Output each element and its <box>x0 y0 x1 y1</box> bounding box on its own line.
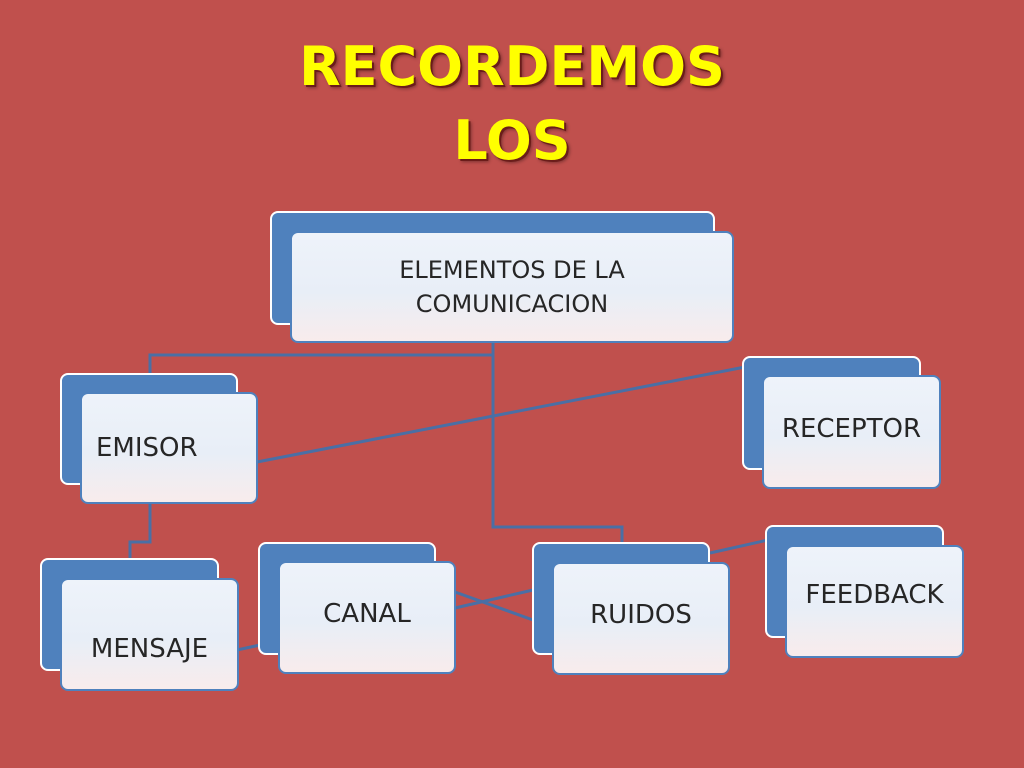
node-root-label: ELEMENTOS DE LA COMUNICACION <box>290 231 734 343</box>
node-emisor-label: EMISOR <box>80 392 258 504</box>
node-ruidos: RUIDOS <box>532 542 730 675</box>
connector-emisor-mensaje <box>128 503 152 560</box>
node-mensaje: MENSAJE <box>40 558 239 691</box>
title-line-2: LOS <box>453 109 571 172</box>
node-ruidos-label: RUIDOS <box>552 562 730 675</box>
node-feedback-label: FEEDBACK <box>785 545 964 658</box>
connector-emisor-receptor <box>256 365 746 464</box>
node-canal-label: CANAL <box>278 561 456 674</box>
node-canal: CANAL <box>258 542 456 674</box>
node-emisor: EMISOR <box>60 373 258 504</box>
node-elementos-de-la-comunicacion: ELEMENTOS DE LA COMUNICACION <box>270 211 734 343</box>
connector-canal-ruidos-b <box>454 588 534 610</box>
node-mensaje-label: MENSAJE <box>60 578 239 691</box>
node-feedback: FEEDBACK <box>765 525 964 658</box>
node-receptor-label: RECEPTOR <box>762 375 941 489</box>
slide-title: RECORDEMOS LOS <box>0 30 1024 178</box>
node-receptor: RECEPTOR <box>742 356 941 489</box>
connector-canal-ruidos-a <box>454 590 534 622</box>
connector-mensaje-canal <box>236 643 261 652</box>
connector-ruidos-feedback <box>709 538 769 555</box>
connector-root-ruidos <box>491 330 624 545</box>
title-line-1: RECORDEMOS <box>299 35 725 98</box>
